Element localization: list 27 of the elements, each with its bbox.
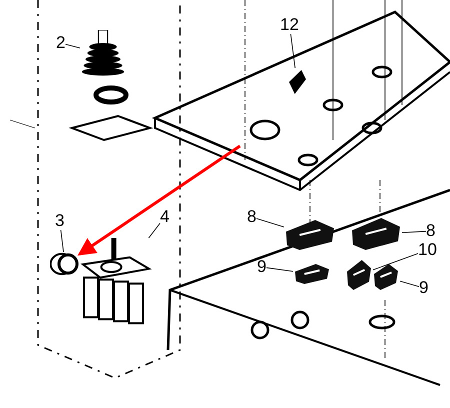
callout-number: 8 (247, 208, 256, 226)
leader-line (256, 218, 284, 228)
contact-block-drawing (284, 218, 336, 252)
callout-number: 9 (419, 279, 428, 297)
microswitch-drawing (372, 262, 400, 292)
switch-block-drawing (78, 238, 152, 326)
leader-line (402, 230, 426, 233)
small-part-drawing (286, 68, 308, 96)
callout-number: 10 (418, 241, 437, 259)
callout-number: 4 (160, 208, 170, 226)
microswitch-drawing (345, 258, 373, 292)
pointer-arrow (78, 144, 241, 256)
knob-drawing (50, 252, 80, 276)
callout-number: 9 (257, 258, 266, 276)
leader-line (266, 267, 294, 272)
callout-number: 8 (426, 222, 436, 240)
leader-line (65, 44, 80, 48)
callout-number: 2 (56, 34, 66, 52)
microswitch-drawing (293, 262, 331, 286)
leader-line (148, 222, 160, 238)
leader-line (400, 280, 420, 287)
callout-number: 12 (280, 16, 299, 34)
leader-line (372, 253, 418, 270)
leader-line (60, 230, 64, 252)
contact-block-drawing (350, 216, 402, 252)
bellows-boot-drawing (80, 30, 126, 78)
callout-number: 3 (55, 212, 64, 230)
